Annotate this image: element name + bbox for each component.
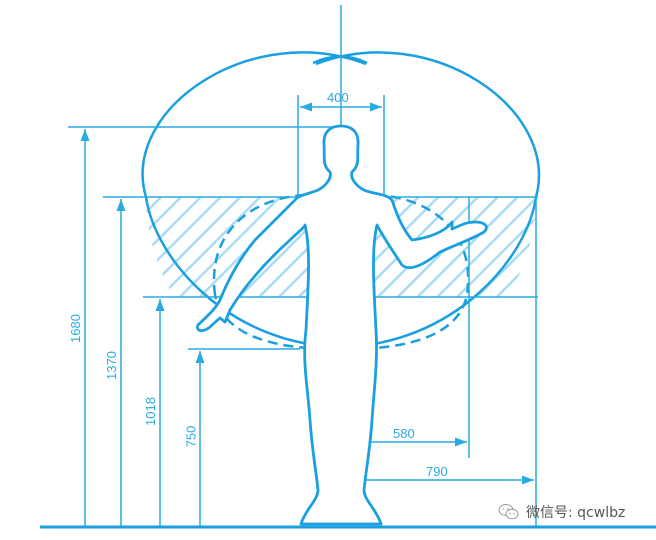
dim-label-lower-hatch-height: 1018 [142, 397, 158, 426]
dim-label-upper-hatch-height: 1370 [103, 351, 119, 380]
dim-label-total-height: 1680 [67, 314, 83, 343]
dim-label-outer-reach: 790 [426, 464, 448, 479]
dim-label-shoulder-width: 400 [327, 90, 349, 105]
watermark: 微信号: qcwlbz [498, 502, 625, 522]
human-figure [196, 124, 488, 526]
dim-label-lower-reach-height: 750 [183, 425, 199, 448]
wechat-icon [498, 504, 519, 520]
vertical-dimensions [80, 129, 205, 527]
inner-reach-circle [212, 193, 470, 351]
dim-label-inner-reach: 580 [393, 426, 415, 441]
watermark-text: 微信号: qcwlbz [526, 505, 626, 521]
shoulder-width-dimension [297, 95, 385, 197]
